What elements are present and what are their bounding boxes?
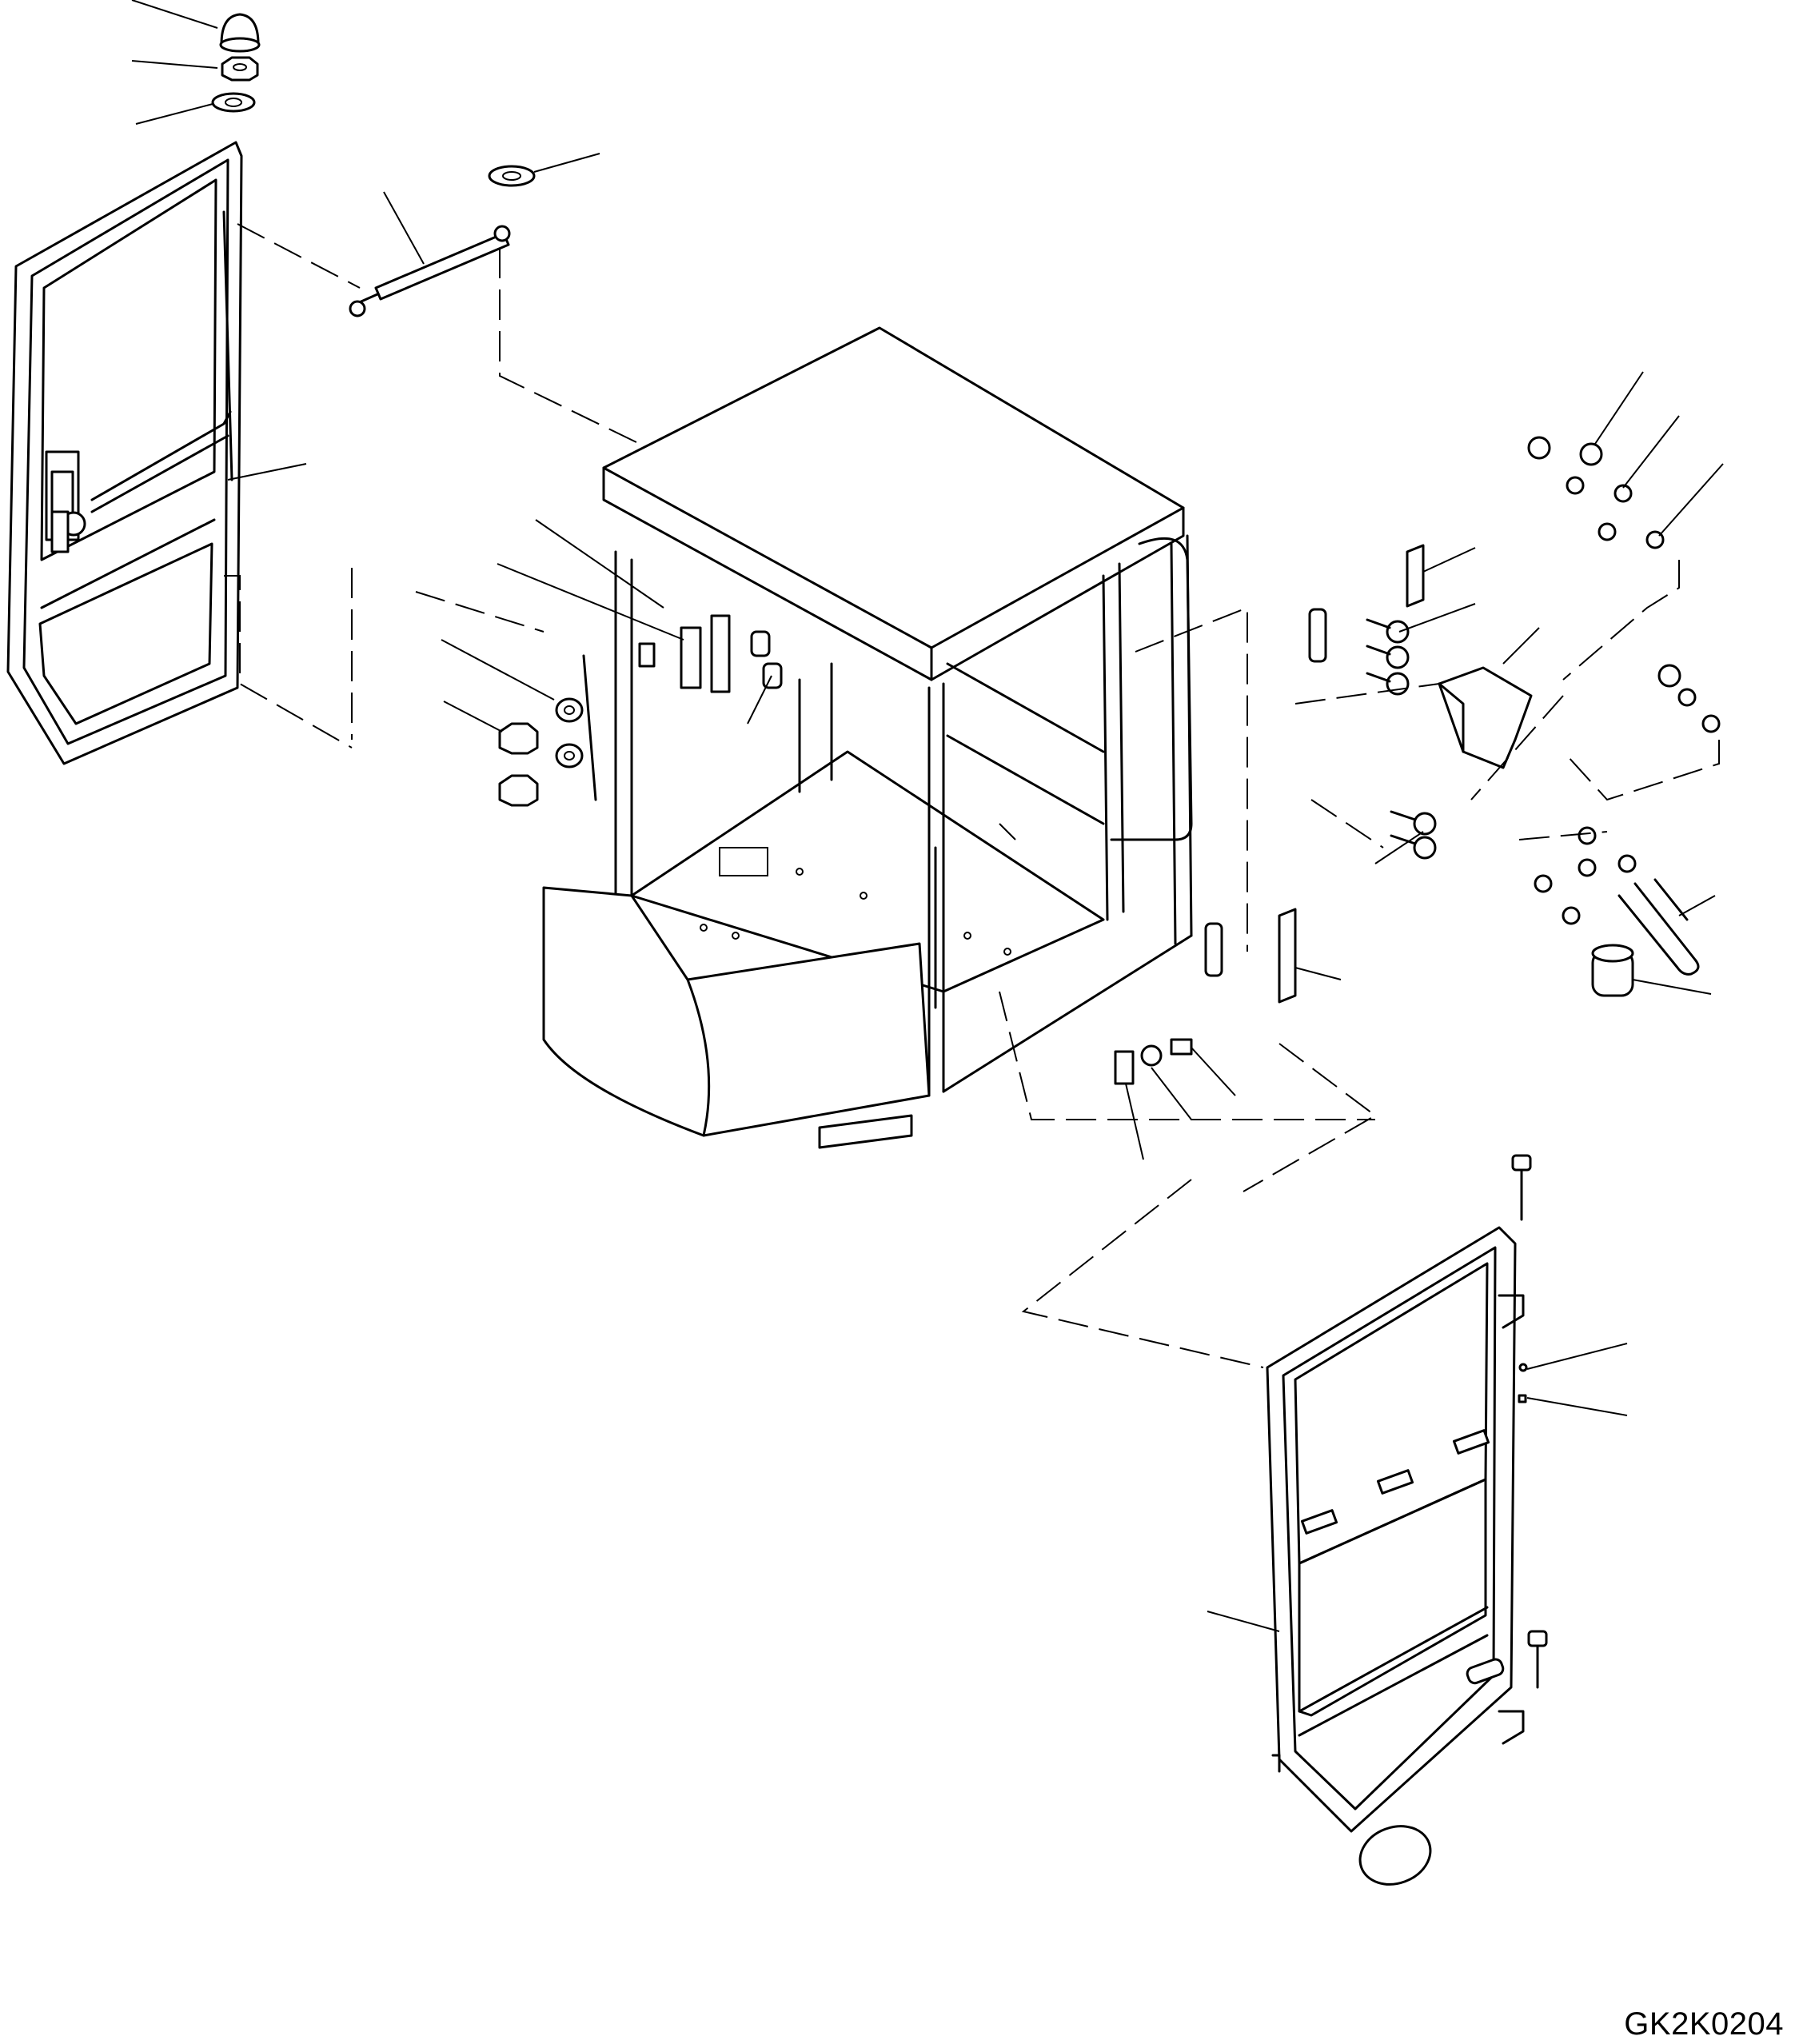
- washer-large: [488, 165, 536, 187]
- hex-nut: [221, 56, 259, 82]
- mount-bracket: [1438, 666, 1533, 769]
- bolts-right: [1366, 618, 1437, 860]
- assembly-lines: [224, 223, 1720, 1368]
- u-bolt: [1617, 878, 1700, 976]
- washer-left: [555, 697, 584, 768]
- cap-nut: [219, 13, 261, 53]
- right-door: [1266, 1226, 1525, 1886]
- hinge-pin-right: [1511, 1154, 1548, 1689]
- gas-strut: [349, 225, 511, 317]
- damper-block: [1204, 608, 1327, 977]
- left-door: [6, 141, 243, 765]
- drawing-code-label: GK2K0204: [1624, 2006, 1784, 2042]
- cab-frame: [542, 326, 1193, 1149]
- hinge-pin: [750, 630, 783, 689]
- bracket-plates: [1278, 544, 1425, 1004]
- striker-parts: [1114, 1038, 1193, 1085]
- washer: [211, 92, 256, 113]
- rubber-stopper: [1591, 944, 1634, 997]
- nuts-washers-right: [1527, 436, 1721, 925]
- leader-lines: [131, 0, 1724, 1632]
- hex-nut-left: [498, 722, 539, 807]
